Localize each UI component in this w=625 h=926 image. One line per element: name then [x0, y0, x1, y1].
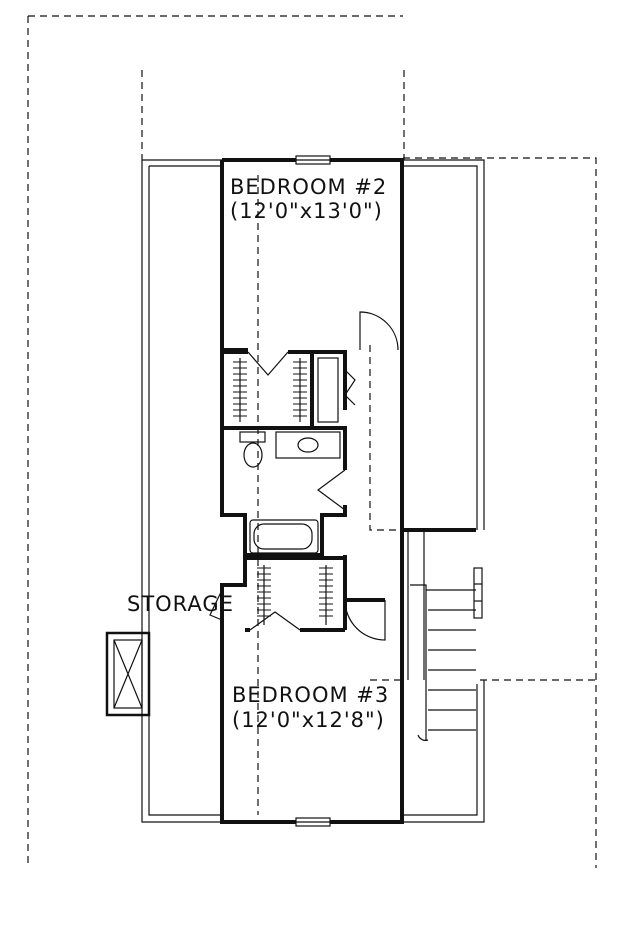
bedroom3-dims: (12'0"x12'8") — [232, 708, 385, 732]
attic-hatch — [105, 631, 151, 717]
storage-label: STORAGE — [127, 592, 234, 616]
walls — [220, 158, 476, 824]
doors — [209, 311, 399, 641]
bathtub — [249, 519, 319, 554]
vanity — [275, 431, 341, 459]
sink — [297, 437, 319, 453]
bedroom3-name: BEDROOM #3 — [232, 683, 389, 707]
toilet-bowl — [243, 442, 263, 468]
staircase — [407, 530, 476, 741]
windows — [295, 155, 483, 827]
bathroom-fixtures — [239, 431, 341, 554]
closet-rods — [233, 357, 339, 625]
attic-outline — [141, 159, 485, 823]
bedroom2-name: BEDROOM #2 — [230, 175, 387, 199]
roof-overhang-lines — [27, 15, 597, 868]
toilet-tank — [239, 431, 266, 443]
bedroom2-dims: (12'0"x13'0") — [230, 199, 383, 223]
